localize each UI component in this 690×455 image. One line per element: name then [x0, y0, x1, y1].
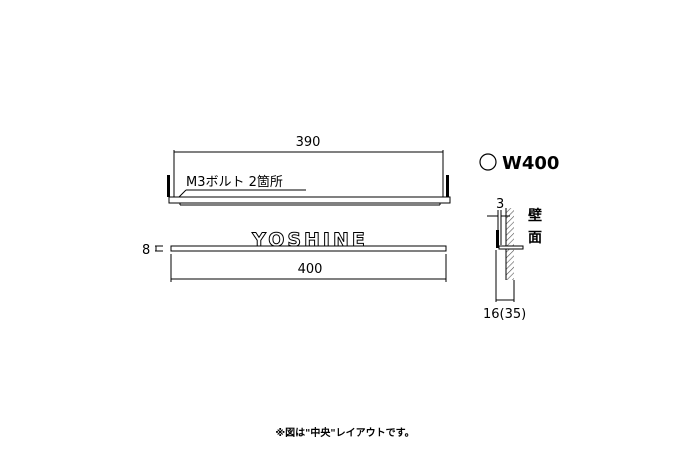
- bottom-width-dimension: 400: [170, 254, 447, 282]
- front-view: YOSHINE 8 400: [142, 229, 447, 282]
- bottom-width-label: 400: [298, 262, 323, 277]
- depth-label: 16(35): [483, 307, 526, 322]
- side-plate: [498, 245, 524, 250]
- side-bracket: [496, 230, 499, 248]
- bolt-label: M3ボルト 2箇所: [186, 174, 283, 190]
- top-plate: [168, 196, 451, 206]
- top-width-label: 390: [296, 135, 321, 150]
- wall-label-1: 壁: [528, 207, 542, 224]
- model-label: W400: [502, 153, 559, 174]
- wall-label-2: 面: [528, 230, 542, 246]
- side-offset-label: 3: [496, 197, 504, 212]
- side-view: 壁 面 3 16(35): [483, 197, 542, 322]
- circle-icon: [479, 153, 497, 171]
- footnote: ※図は"中央"レイアウトです。: [275, 426, 414, 439]
- front-plate: [170, 245, 447, 252]
- bolt-right: [446, 175, 449, 197]
- top-view: 390 M3ボルト 2箇所: [167, 135, 451, 206]
- thickness-label: 8: [142, 243, 150, 258]
- top-width-dimension: 390: [173, 135, 444, 198]
- bolt-left: [167, 175, 170, 197]
- model-heading: W400: [479, 153, 559, 174]
- wall-hatch: [506, 208, 514, 280]
